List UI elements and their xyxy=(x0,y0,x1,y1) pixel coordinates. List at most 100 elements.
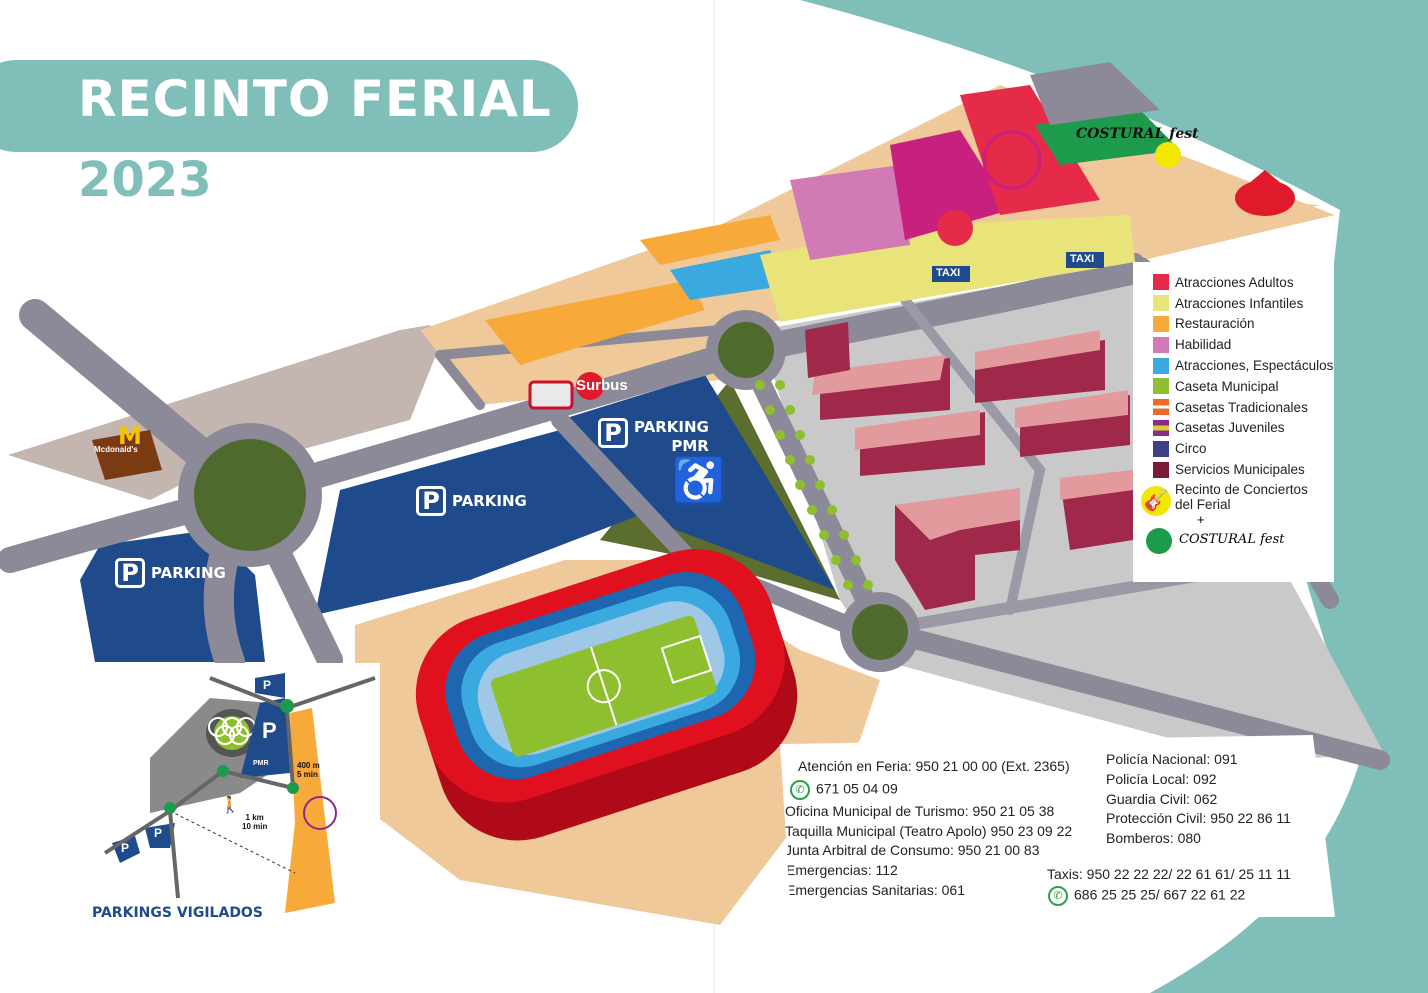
contact-whatsapp-2: ✆686 25 25 25/ 667 22 61 22 xyxy=(1048,886,1245,906)
inset-pmr: PMR xyxy=(253,760,269,767)
costural-legend-logo: COSTURAL fest xyxy=(1179,531,1285,547)
legend-item: Casetas Tradicionales xyxy=(1133,397,1334,418)
inset-ferris-wheel-icon xyxy=(303,796,337,830)
stadium xyxy=(415,549,798,841)
mcdonalds-label: Mcdonald's xyxy=(94,445,138,454)
legend-label: Atracciones Adultos xyxy=(1175,274,1294,290)
legend-label: Caseta Municipal xyxy=(1175,378,1279,394)
whatsapp-icon: ✆ xyxy=(790,780,810,800)
buildings xyxy=(805,322,1133,610)
title-banner xyxy=(0,60,578,152)
legend: Atracciones Adultos Atracciones Infantil… xyxy=(1133,262,1334,582)
legend-item: Restauración xyxy=(1133,314,1334,335)
wheelchair-icon: ♿ xyxy=(672,457,727,506)
contact-proteccion-civil: Protección Civil: 950 22 86 11 xyxy=(1106,810,1291,826)
roundabout-south-center xyxy=(852,604,908,660)
parking-center-area xyxy=(315,430,640,615)
contact-guardia-civil: Guardia Civil: 062 xyxy=(1106,791,1218,807)
costural-logo: COSTURAL fest xyxy=(1076,126,1199,142)
legend-label: Atracciones Infantiles xyxy=(1175,295,1304,311)
parking-pmr-label-2: PMR xyxy=(671,437,709,455)
legend-swatch xyxy=(1153,295,1169,312)
inset-fairground xyxy=(285,708,335,913)
inset-far-dist: 1 km xyxy=(245,813,264,822)
contact-bomberos: Bomberos: 080 xyxy=(1106,830,1201,846)
legend-item: Atracciones, Espectáculos xyxy=(1133,355,1334,376)
zone-restauracion xyxy=(640,215,780,265)
parking-left-label: PARKING xyxy=(151,564,226,582)
circus-tent-top xyxy=(1235,170,1295,195)
legend-label: Casetas Juveniles xyxy=(1175,420,1285,436)
zone-habilidad xyxy=(790,165,910,260)
inset-parking-top xyxy=(255,673,285,698)
legend-label: Habilidad xyxy=(1175,337,1232,353)
legend-swatch xyxy=(1153,461,1169,478)
taxi-label-2: TAXI xyxy=(1070,253,1095,265)
legend-item: Circo xyxy=(1133,438,1334,459)
roundabout-fair-center xyxy=(718,322,774,378)
taxi-sign-2[interactable] xyxy=(1066,252,1104,268)
parking-pmr[interactable]: P PARKING PMR xyxy=(598,418,709,456)
contact-turismo: Oficina Municipal de Turismo: 950 21 05 … xyxy=(785,803,1055,819)
legend-item: Casetas Juveniles xyxy=(1133,418,1334,439)
contact-consumo: Junta Arbitral de Consumo: 950 21 00 83 xyxy=(785,842,1040,858)
legend-label: Circo xyxy=(1175,441,1207,457)
roundabout-main-center xyxy=(194,439,306,551)
inset-p-sw1: P xyxy=(154,826,163,840)
bus-icon xyxy=(528,380,574,410)
inset-p-top: P xyxy=(263,678,272,692)
zone-espectaculos xyxy=(670,250,790,300)
legend-item: Servicios Municipales xyxy=(1133,459,1334,480)
legend-swatch xyxy=(1153,419,1169,436)
pedestrian-icon: 🚶 xyxy=(220,797,240,814)
legend-concert-label-2: del Ferial xyxy=(1175,496,1231,512)
legend-swatch xyxy=(1153,357,1169,374)
contact-taquilla: Taquilla Municipal (Teatro Apolo) 950 23… xyxy=(785,823,1073,839)
carousel xyxy=(937,210,973,246)
parking-left[interactable]: P PARKING xyxy=(115,558,226,588)
contact-emergencias: Emergencias: 112 xyxy=(786,862,898,878)
surbus-badge xyxy=(576,372,604,400)
legend-swatch xyxy=(1153,274,1169,291)
inset-far-time: 10 min xyxy=(242,822,268,831)
taxi-label-1: TAXI xyxy=(936,267,961,279)
contact-atencion: Atención en Feria: 950 21 00 00 (Ext. 23… xyxy=(798,758,1070,774)
zone-concert xyxy=(1030,62,1160,125)
inset-p-sw2: P xyxy=(121,841,130,855)
contact-info: Atención en Feria: 950 21 00 00 (Ext. 23… xyxy=(780,735,1335,917)
parking-center[interactable]: P PARKING xyxy=(416,486,527,516)
taxi-sign-1[interactable] xyxy=(932,266,970,282)
parking-icon: P xyxy=(416,486,446,516)
inset-parking-sw1 xyxy=(145,823,175,848)
surbus-label: Surbus xyxy=(576,377,628,394)
inset-title: PARKINGS VIGILADOS xyxy=(92,905,263,921)
parking-icon: P xyxy=(115,558,145,588)
inset-near-time: 5 min xyxy=(297,770,318,779)
legend-swatch xyxy=(1153,440,1169,457)
legend-label: Restauración xyxy=(1175,316,1255,332)
legend-concert: 🎸 Recinto de Conciertos del Ferial + COS… xyxy=(1133,480,1334,560)
contact-sanitarias: Emergencias Sanitarias: 061 xyxy=(786,882,965,898)
contact-whatsapp-1: ✆671 05 04 09 xyxy=(790,780,898,800)
page-year: 2023 xyxy=(78,152,212,208)
zone-adultos-1 xyxy=(890,130,1010,240)
legend-swatch xyxy=(1153,336,1169,353)
teal-background xyxy=(800,0,1428,993)
legend-concert-label-1: Recinto de Conciertos xyxy=(1175,481,1308,497)
legend-item: Atracciones Adultos xyxy=(1133,272,1334,293)
page-title: RECINTO FERIAL xyxy=(78,70,552,128)
whatsapp-2-number: 686 25 25 25/ 667 22 61 22 xyxy=(1074,886,1246,903)
legend-item: Atracciones Infantiles xyxy=(1133,293,1334,314)
olympic-rings-icon xyxy=(208,717,256,745)
green-dot-icon xyxy=(1146,527,1172,554)
legend-item: Habilidad xyxy=(1133,334,1334,355)
contact-policia-local: Policía Local: 092 xyxy=(1106,771,1217,787)
legend-item: Caseta Municipal xyxy=(1133,376,1334,397)
inset-parking-main xyxy=(240,698,290,778)
guitar-badge xyxy=(1155,142,1181,168)
legend-label: Atracciones, Espectáculos xyxy=(1175,358,1334,374)
